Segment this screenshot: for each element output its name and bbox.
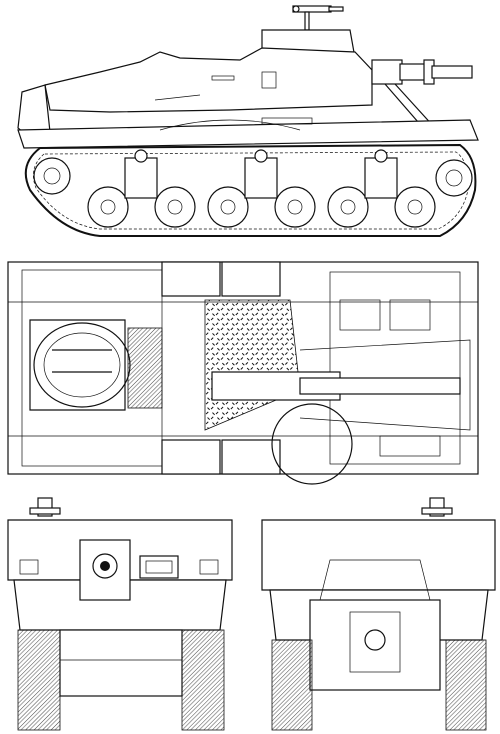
rear-view <box>261 497 496 731</box>
top-view <box>7 261 479 485</box>
hull-upper-side <box>44 47 373 113</box>
track-side <box>24 143 477 237</box>
front-view <box>7 497 233 731</box>
hull-lower-side <box>17 119 479 149</box>
machine-gun-side <box>292 5 344 31</box>
side-view <box>17 5 479 237</box>
howitzer-top <box>211 339 471 485</box>
mesh-grille <box>127 327 163 409</box>
howitzer-side <box>371 59 473 131</box>
